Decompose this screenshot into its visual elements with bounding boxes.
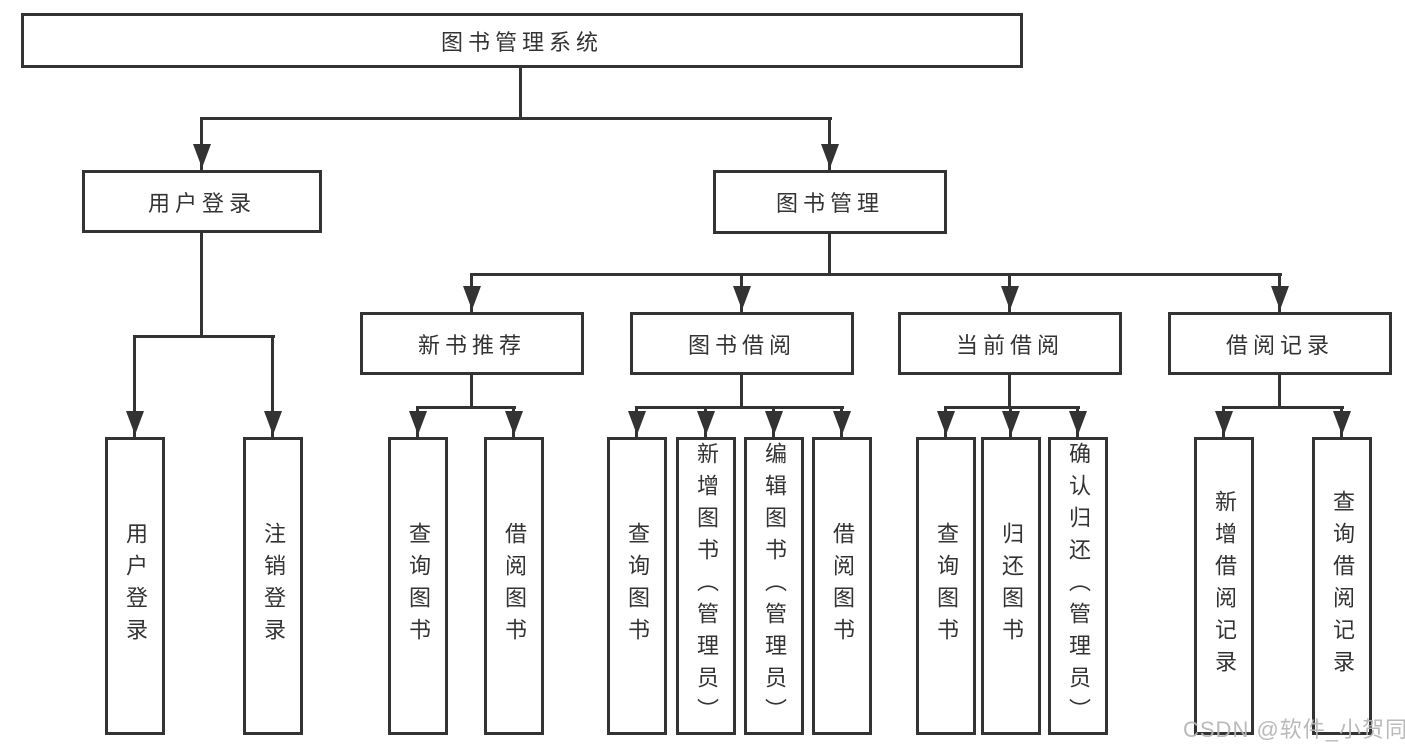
leaf-label: 编辑图书（管理员） [762, 442, 787, 730]
leaf-query-books-borrow: 查询图书 [607, 437, 667, 735]
edge-borrowing-records-stem [1278, 375, 1281, 406]
leaf-label: 借阅图书 [830, 522, 855, 650]
node-label: 图书管理 [775, 191, 884, 216]
leaf-edit-books-admin: 编辑图书（管理员） [744, 437, 804, 735]
leaf-confirm-return-admin: 确认归还（管理员） [1048, 437, 1108, 735]
edge-drop-user-login [200, 117, 203, 170]
arrow-down-icon [1001, 286, 1019, 310]
leaf-label: 查询图书 [934, 522, 959, 650]
leaf-add-books-admin: 新增图书（管理员） [676, 437, 736, 735]
edge-root-crossbar [200, 117, 832, 120]
node-borrowing-records: 借阅记录 [1168, 312, 1392, 375]
edge-book-management-stem [828, 234, 831, 273]
node-library-management-system: 图书管理系统 [21, 13, 1023, 68]
node-new-book-recommendation: 新书推荐 [360, 312, 584, 375]
arrow-down-icon [1215, 411, 1233, 435]
leaf-borrow-books: 借阅图书 [812, 437, 872, 735]
node-label: 用户登录 [147, 190, 256, 216]
leaf-label: 借阅图书 [502, 522, 527, 650]
arrow-down-icon [1271, 286, 1289, 310]
arrow-down-icon [126, 411, 144, 435]
leaf-label: 确认归还（管理员） [1066, 442, 1091, 730]
leaf-query-borrow-record: 查询借阅记录 [1312, 437, 1372, 735]
watermark: CSDN @软件_小贺同学 [1183, 717, 1405, 742]
leaf-label: 查询图书 [625, 522, 650, 650]
node-book-borrowing: 图书借阅 [630, 312, 854, 375]
leaf-borrow-books-recommend: 借阅图书 [484, 437, 544, 735]
edge-current-borrowing-stem [1008, 375, 1011, 406]
leaf-label: 用户登录 [123, 522, 148, 650]
arrow-down-icon [821, 144, 839, 168]
arrow-down-icon [463, 286, 481, 310]
arrow-down-icon [264, 411, 282, 435]
leaf-query-books-current: 查询图书 [916, 437, 976, 735]
leaf-query-books-recommend: 查询图书 [388, 437, 448, 735]
leaf-logout: 注销登录 [243, 437, 303, 735]
leaf-user-login: 用户登录 [105, 437, 165, 735]
arrow-down-icon [765, 411, 783, 435]
edge-book-borrowing-crossbar [635, 406, 844, 409]
node-label: 图书借阅 [687, 332, 796, 358]
node-current-borrowing: 当前借阅 [898, 312, 1122, 375]
node-user-login: 用户登录 [82, 170, 322, 233]
arrow-down-icon [1002, 411, 1020, 435]
arrow-down-icon [193, 144, 211, 168]
leaf-label: 查询借阅记录 [1330, 490, 1355, 682]
edge-user-login-stem [200, 233, 203, 335]
leaf-label: 新增图书（管理员） [694, 442, 719, 730]
arrow-down-icon [833, 411, 851, 435]
node-label: 借阅记录 [1225, 332, 1334, 358]
arrow-down-icon [733, 286, 751, 310]
node-label: 新书推荐 [417, 332, 526, 358]
node-label: 图书管理系统 [440, 29, 603, 55]
edge-new-books-stem [470, 375, 473, 406]
leaf-return-books: 归还图书 [981, 437, 1041, 735]
arrow-down-icon [505, 411, 523, 435]
edge-drop-leaf-logout [271, 335, 274, 437]
edge-new-books-crossbar [416, 406, 516, 409]
node-label: 当前借阅 [955, 332, 1064, 358]
leaf-label: 注销登录 [261, 522, 286, 650]
edge-drop-book-management [828, 117, 831, 170]
edge-root-stem [519, 68, 522, 117]
edge-drop-leaf-user-login [133, 335, 136, 437]
edge-book-borrowing-stem [740, 375, 743, 406]
leaf-label: 查询图书 [406, 522, 431, 650]
arrow-down-icon [937, 411, 955, 435]
leaf-add-borrow-record: 新增借阅记录 [1194, 437, 1254, 735]
edge-book-management-crossbar [470, 273, 1282, 276]
arrow-down-icon [697, 411, 715, 435]
node-book-management: 图书管理 [713, 170, 947, 234]
arrow-down-icon [409, 411, 427, 435]
edge-user-login-crossbar [133, 335, 275, 338]
edge-current-borrowing-crossbar [944, 406, 1080, 409]
leaf-label: 归还图书 [999, 522, 1024, 650]
arrow-down-icon [628, 411, 646, 435]
arrow-down-icon [1333, 411, 1351, 435]
leaf-label: 新增借阅记录 [1212, 490, 1237, 682]
arrow-down-icon [1069, 411, 1087, 435]
edge-borrowing-records-crossbar [1222, 406, 1344, 409]
